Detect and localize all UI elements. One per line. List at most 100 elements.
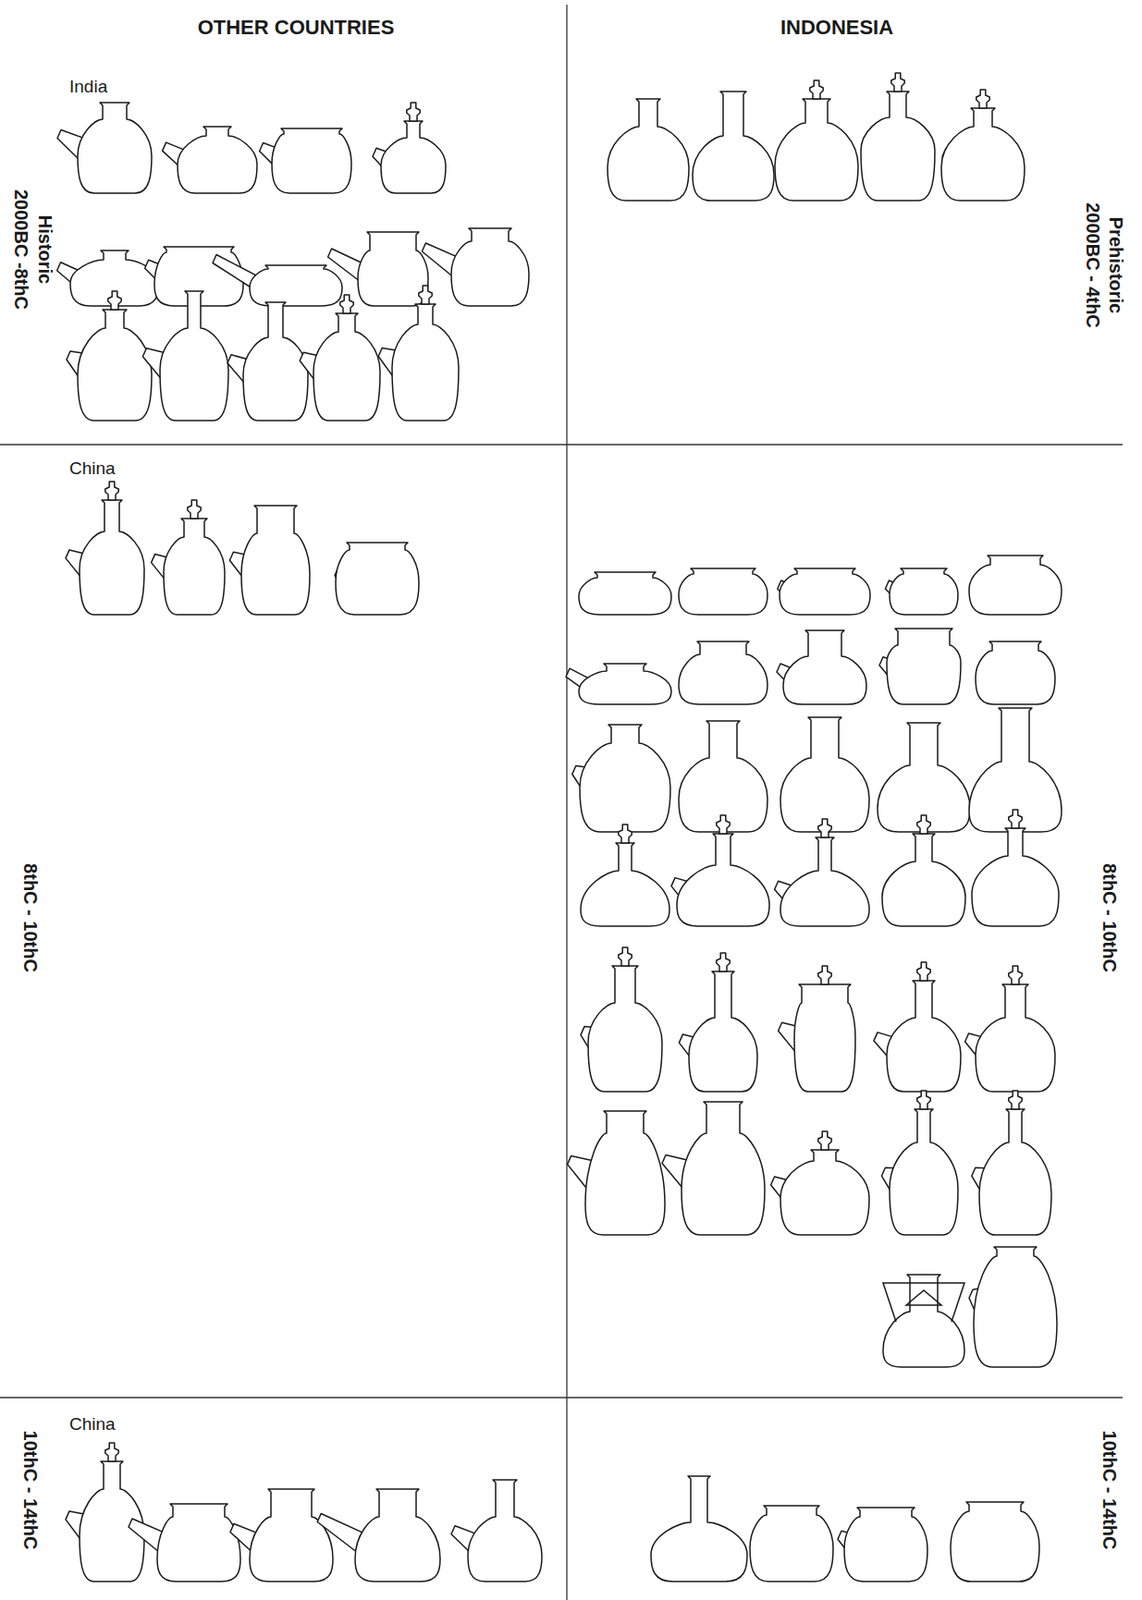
vessel-outline bbox=[65, 481, 145, 615]
vessel-body bbox=[676, 834, 770, 927]
vessel-outline bbox=[860, 73, 935, 201]
vessel-handle bbox=[883, 1283, 965, 1323]
vessel-outline bbox=[650, 1476, 748, 1583]
vessel-outline bbox=[378, 285, 459, 421]
vessel-body bbox=[578, 663, 672, 705]
vessel-body bbox=[77, 102, 152, 194]
vessel-body bbox=[779, 568, 871, 615]
region-label: China bbox=[69, 459, 116, 479]
vessel-body bbox=[860, 91, 935, 201]
vessel-body bbox=[780, 717, 870, 833]
vessel-outline bbox=[749, 1506, 834, 1583]
region-label: India bbox=[69, 77, 108, 98]
vessel-outline bbox=[142, 291, 229, 421]
vessel-body bbox=[971, 828, 1059, 927]
vessel-knob bbox=[818, 966, 832, 985]
vessel-outline bbox=[950, 1502, 1040, 1583]
vessel-outline bbox=[580, 824, 670, 927]
region-label: China bbox=[69, 1415, 116, 1436]
vessel-body bbox=[975, 984, 1056, 1093]
vessel-body bbox=[650, 1476, 748, 1583]
vessel-knob bbox=[418, 285, 432, 305]
vessel-knob bbox=[917, 962, 931, 982]
vessel-outline bbox=[837, 1508, 928, 1583]
vessel-body bbox=[607, 98, 689, 201]
vessel-body bbox=[969, 708, 1062, 833]
vessel-body bbox=[969, 555, 1062, 615]
vessel-outline bbox=[372, 102, 446, 194]
vessel-outline bbox=[317, 1489, 441, 1583]
vessel-body bbox=[77, 309, 152, 421]
vessel-outline bbox=[607, 98, 689, 201]
vessel-body bbox=[177, 126, 258, 194]
vessel-body bbox=[889, 1109, 958, 1236]
vessel-body bbox=[678, 641, 768, 705]
vessel-body bbox=[580, 843, 670, 927]
vessel-body bbox=[794, 984, 856, 1093]
vessel-outline bbox=[969, 1247, 1057, 1368]
vessel-outline bbox=[692, 91, 774, 201]
vessel-body bbox=[780, 837, 870, 927]
vessel-outline bbox=[776, 630, 867, 705]
divider-line bbox=[0, 443, 1123, 445]
vessel-outline bbox=[778, 966, 856, 1093]
vessel-outline bbox=[128, 1504, 241, 1583]
vessel-outline bbox=[572, 724, 671, 833]
vessel-outline bbox=[941, 89, 1025, 201]
vessel-body bbox=[975, 641, 1056, 705]
vessel-knob bbox=[105, 1443, 119, 1462]
vessel-knob bbox=[1008, 810, 1022, 829]
vessel-outline bbox=[780, 717, 870, 833]
vessel-knob bbox=[1008, 1091, 1022, 1110]
vessel-body bbox=[271, 128, 352, 194]
vessel-body bbox=[157, 1504, 241, 1583]
vessel-body bbox=[749, 1506, 834, 1583]
vessel-outline bbox=[881, 1091, 958, 1236]
vessel-knob bbox=[716, 815, 730, 835]
vessel-outline bbox=[580, 947, 663, 1093]
vessel-body bbox=[579, 724, 671, 833]
vessel-body bbox=[678, 568, 768, 615]
vessel-outline bbox=[678, 568, 768, 615]
divider-line bbox=[565, 4, 567, 1600]
vessel-outline bbox=[57, 102, 152, 194]
vessel-outline bbox=[965, 966, 1056, 1093]
vessel-body bbox=[380, 121, 446, 194]
vessel-body bbox=[163, 518, 225, 615]
vessel-body bbox=[774, 98, 859, 201]
vessel-body bbox=[79, 500, 145, 615]
vessel-outline bbox=[212, 255, 343, 307]
vessel-outline bbox=[671, 815, 770, 927]
vessel-outline bbox=[662, 1102, 765, 1236]
vessel-outline bbox=[229, 505, 310, 615]
vessel-body bbox=[882, 834, 966, 927]
vessel-outline bbox=[879, 628, 961, 705]
vessel-body bbox=[783, 630, 867, 705]
vessel-outline bbox=[66, 291, 152, 421]
vessel-body bbox=[467, 1480, 542, 1583]
vessel-body bbox=[357, 232, 429, 307]
period-label: 8thC - 10thC bbox=[1099, 863, 1120, 973]
vessel-outline bbox=[227, 302, 308, 421]
vessel-body bbox=[688, 971, 758, 1093]
vessel-body bbox=[780, 1150, 870, 1236]
vessel-body bbox=[950, 1502, 1040, 1583]
period-label: Prehistoric bbox=[1105, 217, 1127, 314]
vessel-outline bbox=[969, 555, 1062, 615]
vessel-body bbox=[681, 1102, 765, 1236]
vessel-outline bbox=[451, 1480, 542, 1583]
vessel-outline bbox=[971, 1091, 1052, 1236]
period-label: 10thC - 14thC bbox=[1099, 1431, 1120, 1551]
vessel-outline bbox=[975, 641, 1056, 705]
vessel-body bbox=[886, 981, 961, 1093]
vessel-knob bbox=[976, 89, 990, 109]
divider-lines bbox=[0, 4, 1123, 1600]
vessel-outline bbox=[971, 810, 1059, 927]
vessel-body bbox=[883, 1275, 965, 1368]
vessel-body bbox=[313, 313, 381, 421]
vessel-knob bbox=[618, 824, 632, 844]
vessel-knob bbox=[108, 291, 122, 310]
vessel-body bbox=[392, 304, 459, 421]
vessel-body bbox=[249, 1489, 333, 1583]
